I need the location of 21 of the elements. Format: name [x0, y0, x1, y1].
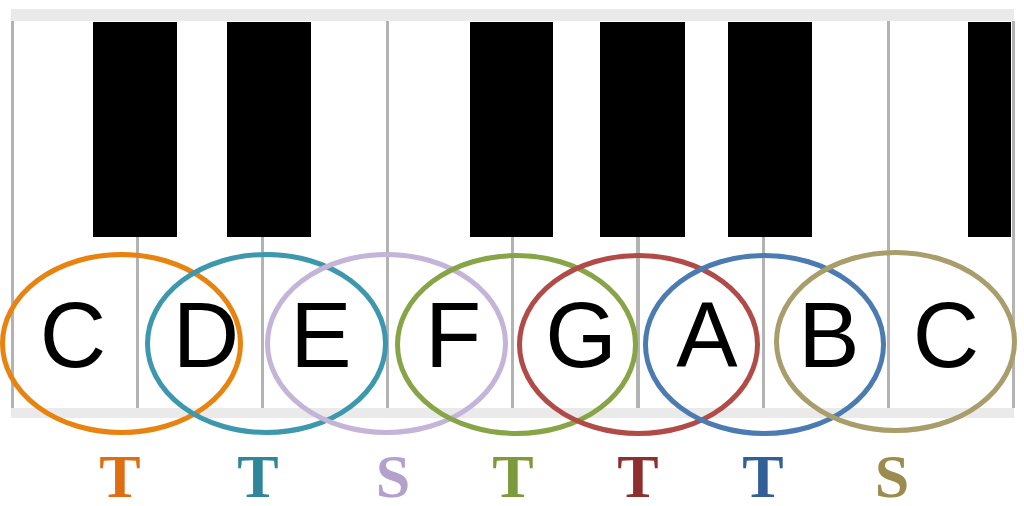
sharp-key [227, 22, 311, 237]
note-letter: C [912, 299, 980, 373]
sharp-key [728, 22, 812, 237]
note-letter: B [798, 299, 860, 373]
interval-step-label: T [237, 452, 279, 502]
note-letter: E [290, 299, 352, 373]
sharp-key [93, 22, 177, 237]
interval-step-label: S [375, 452, 411, 502]
sharp-key [968, 22, 1011, 237]
sharp-key [470, 22, 553, 237]
interval-step-label: S [874, 452, 910, 502]
interval-step-label: T [617, 452, 659, 502]
note-letter: D [172, 299, 240, 373]
note-letter: A [676, 299, 738, 373]
interval-step-label: T [99, 452, 141, 502]
note-letter: F [424, 299, 482, 373]
note-letter: G [545, 299, 617, 373]
interval-step-label: T [742, 452, 784, 502]
interval-step-label: T [492, 452, 534, 502]
note-letter: C [39, 299, 107, 373]
sharp-key [600, 22, 685, 237]
